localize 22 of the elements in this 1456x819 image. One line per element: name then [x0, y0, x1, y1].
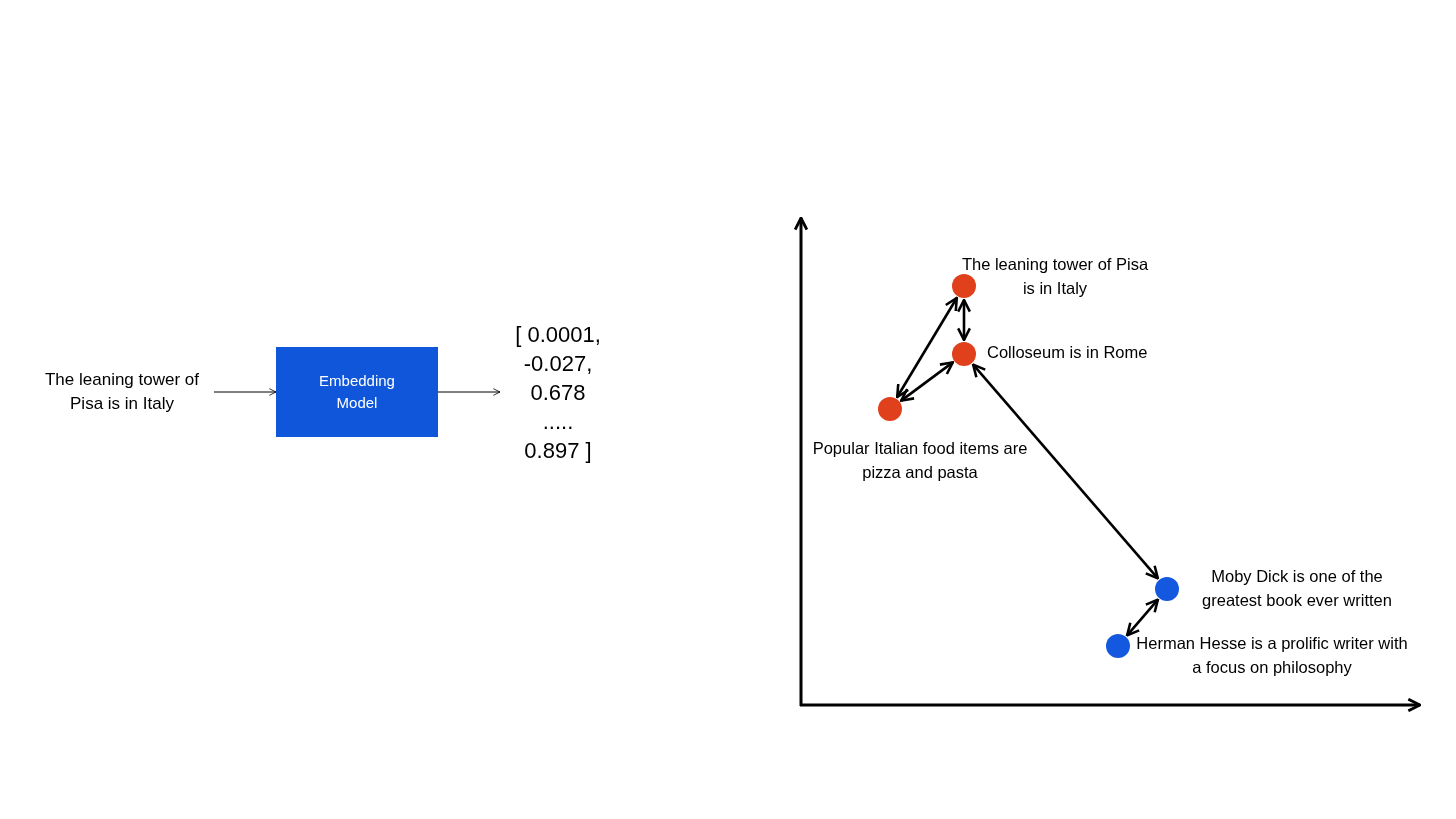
point-label: Popular Italian food items are pizza and pasta	[811, 438, 1029, 483]
arrow	[1125, 598, 1160, 637]
point-label: Moby Dick is one of the greatest book ever written	[1201, 566, 1393, 611]
arrow	[899, 361, 955, 402]
data-point-dot	[1106, 634, 1130, 658]
point-label: The leaning tower of Pisa is in Italy	[960, 254, 1150, 299]
vector-value: [ 0.0001,	[515, 320, 601, 349]
arrow	[895, 296, 959, 399]
point-label: Herman Hesse is a prolific writer with a focus on philosophy	[1135, 633, 1409, 678]
data-point-dot	[1155, 577, 1179, 601]
data-point-dot	[878, 397, 902, 421]
data-point-dot	[952, 274, 976, 298]
data-point-dot	[952, 342, 976, 366]
arrow	[971, 363, 1160, 580]
vector-value: -0.027,	[523, 349, 593, 378]
arrow	[956, 298, 972, 342]
vector-value: 0.897 ]	[524, 436, 592, 465]
vector-value: .....	[542, 407, 574, 436]
vector-value: 0.678	[530, 378, 586, 407]
point-label: Colloseum is in Rome	[987, 342, 1149, 363]
model-box: Embedding Model	[276, 347, 438, 437]
input-sentence: The leaning tower of Pisa is in Italy	[43, 369, 200, 415]
